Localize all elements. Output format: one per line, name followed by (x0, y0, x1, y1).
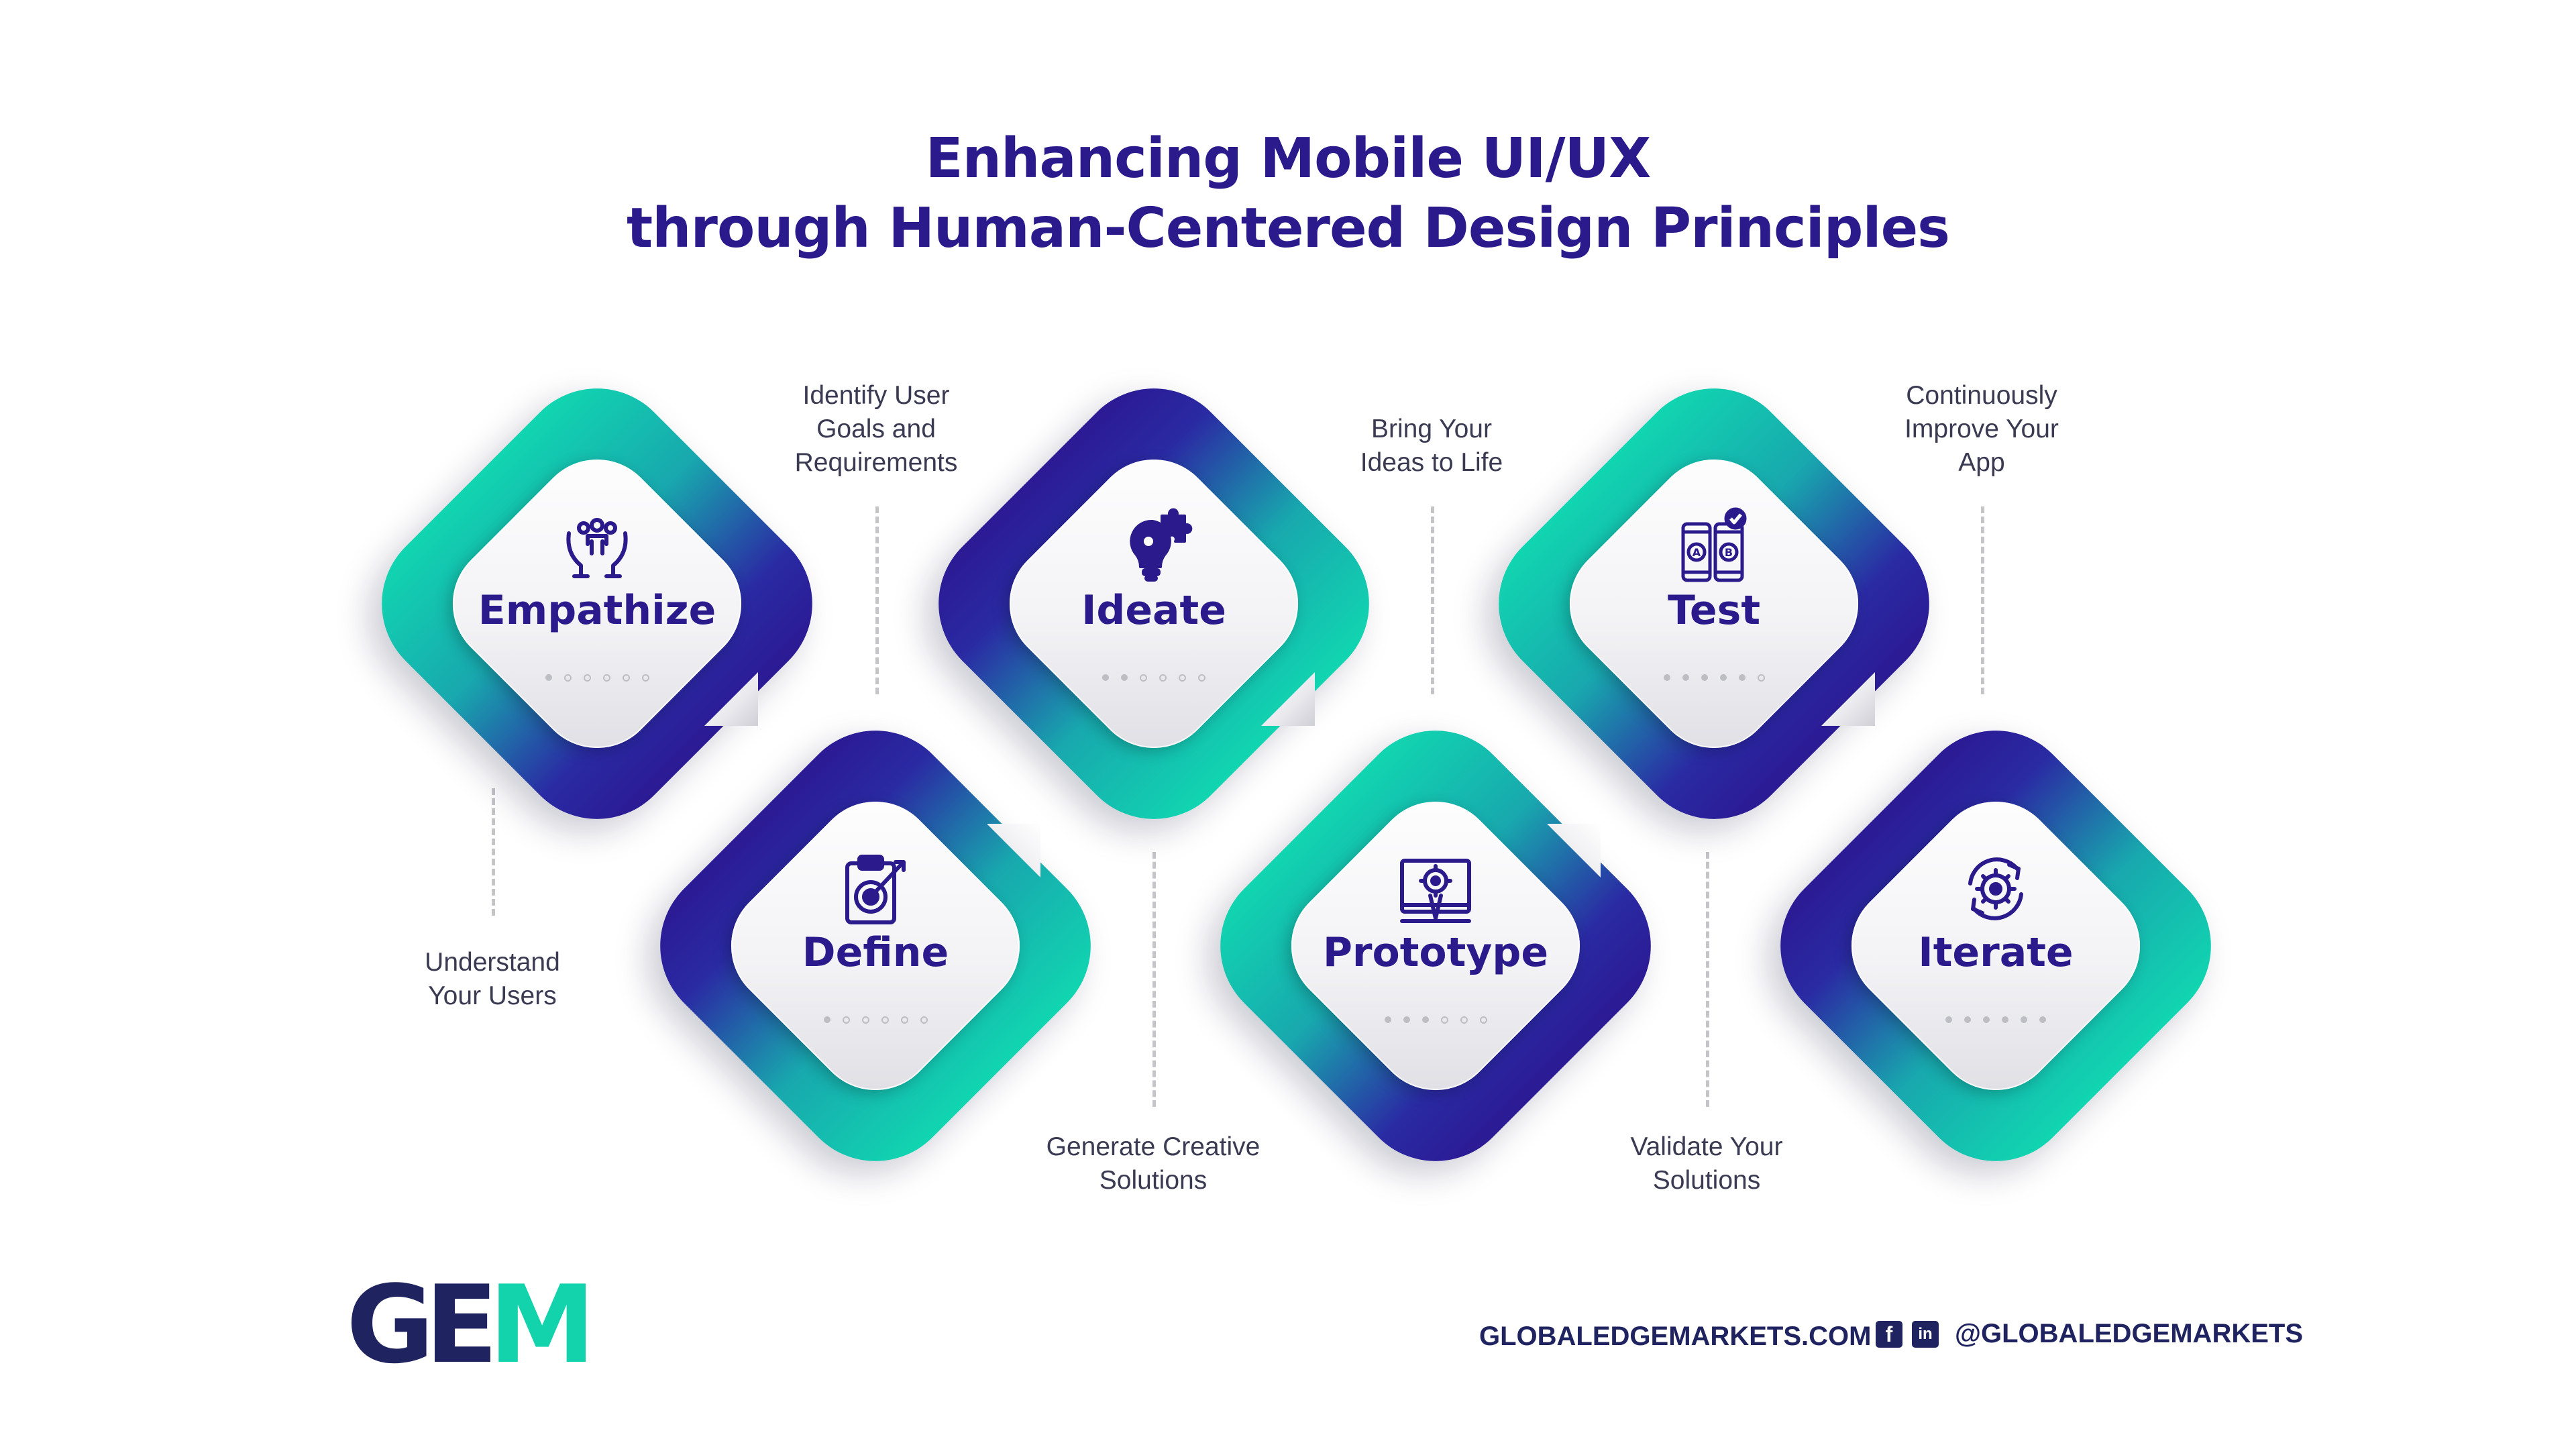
hands-group-icon (557, 506, 637, 587)
svg-text:A: A (1693, 546, 1701, 559)
dots-indicator (530, 672, 664, 683)
connector-ideate (1152, 852, 1156, 1107)
title-line-2: through Human-Centered Design Principles (626, 197, 1950, 260)
step-label: Ideate (1081, 587, 1226, 634)
step-test: A B Test (1459, 349, 1969, 859)
description-test: Validate Your Solutions (1630, 1132, 1783, 1195)
connector-define (875, 506, 879, 694)
connector-prototype (1431, 506, 1434, 694)
blueprint-gear-icon (1395, 849, 1476, 929)
step-define: Define (621, 691, 1130, 1201)
logo-m: M (488, 1262, 596, 1387)
title-line-1: Enhancing Mobile UI/UX (925, 127, 1652, 191)
step-prototype: Prototype (1181, 691, 1690, 1201)
brand-logo: GEM (346, 1271, 596, 1379)
connector-test (1706, 852, 1709, 1107)
description-ideate: Generate Creative Solutions (1046, 1132, 1260, 1195)
dots-indicator (1647, 672, 1781, 683)
description-empathize: Understand Your Users (425, 948, 560, 1010)
connector-empathize (492, 788, 495, 916)
dots-indicator (808, 1014, 943, 1025)
clipboard-target-icon (835, 849, 916, 929)
step-label: Define (802, 929, 949, 976)
step-empathize: Empathize (342, 349, 852, 859)
social-handle[interactable]: @GLOBALEDGEMARKETS (1955, 1319, 2304, 1348)
step-label: Empathize (478, 587, 716, 634)
social-links: f in @GLOBALEDGEMARKETS (1876, 1319, 2303, 1349)
website-link[interactable]: GLOBALEDGEMARKETS.COM (1479, 1322, 1872, 1351)
linkedin-icon[interactable]: in (1912, 1320, 1939, 1348)
connector-iterate (1981, 506, 1984, 694)
dots-indicator (1368, 1014, 1503, 1025)
step-label: Prototype (1322, 929, 1549, 976)
cycle-gear-icon (1955, 849, 2036, 929)
step-ideate: Ideate (899, 349, 1409, 859)
bulb-puzzle-icon (1114, 506, 1194, 587)
svg-text:B: B (1725, 546, 1733, 559)
ab-test-phones-icon: A B (1674, 506, 1754, 587)
facebook-icon[interactable]: f (1876, 1320, 1902, 1348)
step-iterate: Iterate (1741, 691, 2251, 1201)
step-label: Test (1667, 587, 1761, 634)
description-prototype: Bring Your Ideas to Life (1360, 415, 1503, 477)
dots-indicator (1929, 1014, 2063, 1025)
description-define: Identify User Goals and Requirements (794, 381, 958, 477)
step-label: Iterate (1918, 929, 2074, 976)
logo-ge: GE (346, 1262, 498, 1387)
dots-indicator (1087, 672, 1221, 683)
description-iterate: Continuously Improve Your App (1904, 381, 2059, 477)
page-title: Enhancing Mobile UI/UX through Human-Cen… (0, 124, 2576, 264)
